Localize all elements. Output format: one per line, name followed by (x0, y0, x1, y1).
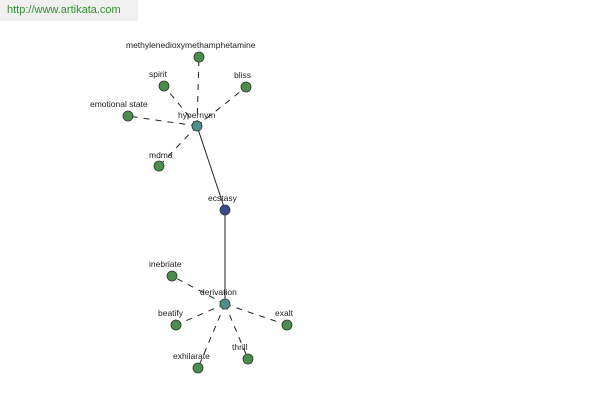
leaf-emotional-state-label: emotional state (90, 99, 148, 109)
leaf-methylenedioxymethamphetamine-node[interactable] (193, 51, 205, 63)
hub-derivation-label: derivation (200, 287, 237, 297)
hub-hypernym-node[interactable] (191, 120, 203, 132)
leaf-thrill-node[interactable] (242, 353, 254, 365)
leaf-mdma-label: mdma (149, 150, 173, 160)
edge-derivation-beatify (175, 303, 226, 326)
leaf-emotional-state-node[interactable] (122, 110, 134, 122)
hub-derivation-node[interactable] (219, 298, 231, 310)
leaf-bliss-node[interactable] (240, 81, 252, 93)
leaf-bliss-label: bliss (234, 70, 251, 80)
graph-nodes (122, 51, 293, 374)
leaf-spirit-label: spirit (149, 69, 168, 79)
edge-derivation-thrill (224, 303, 249, 360)
graph-edges (127, 56, 288, 369)
leaf-mdma-node[interactable] (153, 160, 165, 172)
leaf-inebriate-label: inebriate (149, 259, 182, 269)
leaf-exalt-label: exalt (275, 308, 294, 318)
leaf-methylenedioxymethamphetamine-label: methylenedioxymethamphetamine (126, 40, 256, 50)
leaf-spirit-node[interactable] (158, 80, 170, 92)
edge-ecstasy-hypernym (196, 125, 226, 211)
graph-labels: ecstasy hypernym methylenedioxymethampheta… (90, 40, 294, 361)
leaf-exhilarate-label: exhilarate (173, 351, 210, 361)
leaf-thrill-label: thrill (232, 342, 248, 352)
leaf-beatify-node[interactable] (170, 319, 182, 331)
edge-hypernym-spirit (163, 85, 198, 127)
hub-hypernym-label: hypernym (178, 110, 215, 120)
leaf-exhilarate-node[interactable] (192, 362, 204, 374)
leaf-exalt-node[interactable] (281, 319, 293, 331)
edge-derivation-inebriate (171, 275, 226, 305)
url-banner[interactable]: http://www.artikata.com (0, 0, 138, 21)
center-ecstasy-node[interactable] (219, 204, 231, 216)
edge-hypernym-mdma (158, 125, 198, 167)
url-link[interactable]: http://www.artikata.com (7, 4, 121, 16)
edge-hypernym-bliss (196, 86, 247, 127)
center-ecstasy-label: ecstasy (208, 193, 238, 203)
leaf-inebriate-node[interactable] (166, 270, 178, 282)
leaf-beatify-label: beatify (158, 308, 184, 318)
